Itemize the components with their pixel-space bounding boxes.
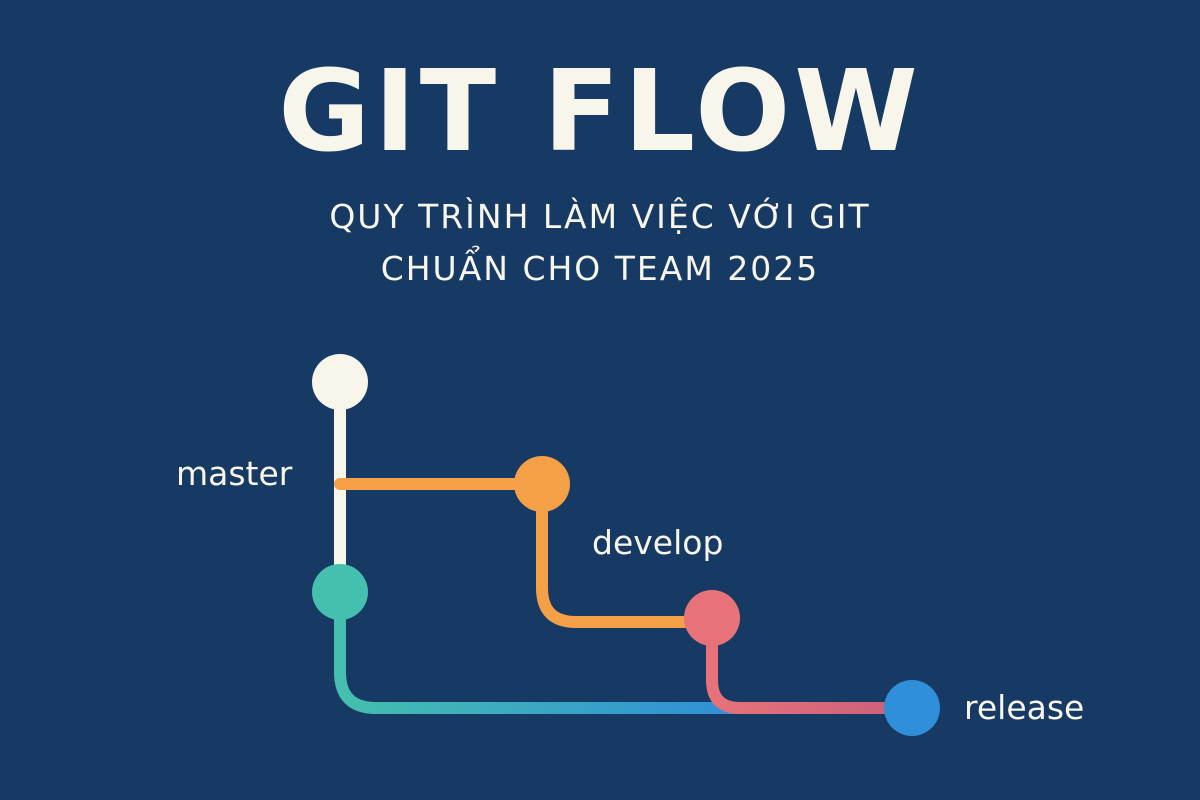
master-node xyxy=(312,354,368,410)
develop-node xyxy=(514,456,570,512)
master-label: master xyxy=(176,454,293,493)
hotfix-node xyxy=(312,564,368,620)
feature-node xyxy=(684,590,740,646)
feature-branch-line xyxy=(706,616,918,714)
hotfix-branch-line xyxy=(334,586,746,714)
subtitle-line-1: QUY TRÌNH LÀM VIỆC VỚI GIT xyxy=(329,197,871,236)
release-label: release xyxy=(964,688,1084,727)
release-node xyxy=(884,680,940,736)
page-title: GIT FLOW xyxy=(278,47,922,177)
subtitle-line-2: CHUẨN CHO TEAM 2025 xyxy=(380,249,820,288)
develop-label: develop xyxy=(592,523,723,562)
develop-branch-line xyxy=(334,478,718,628)
